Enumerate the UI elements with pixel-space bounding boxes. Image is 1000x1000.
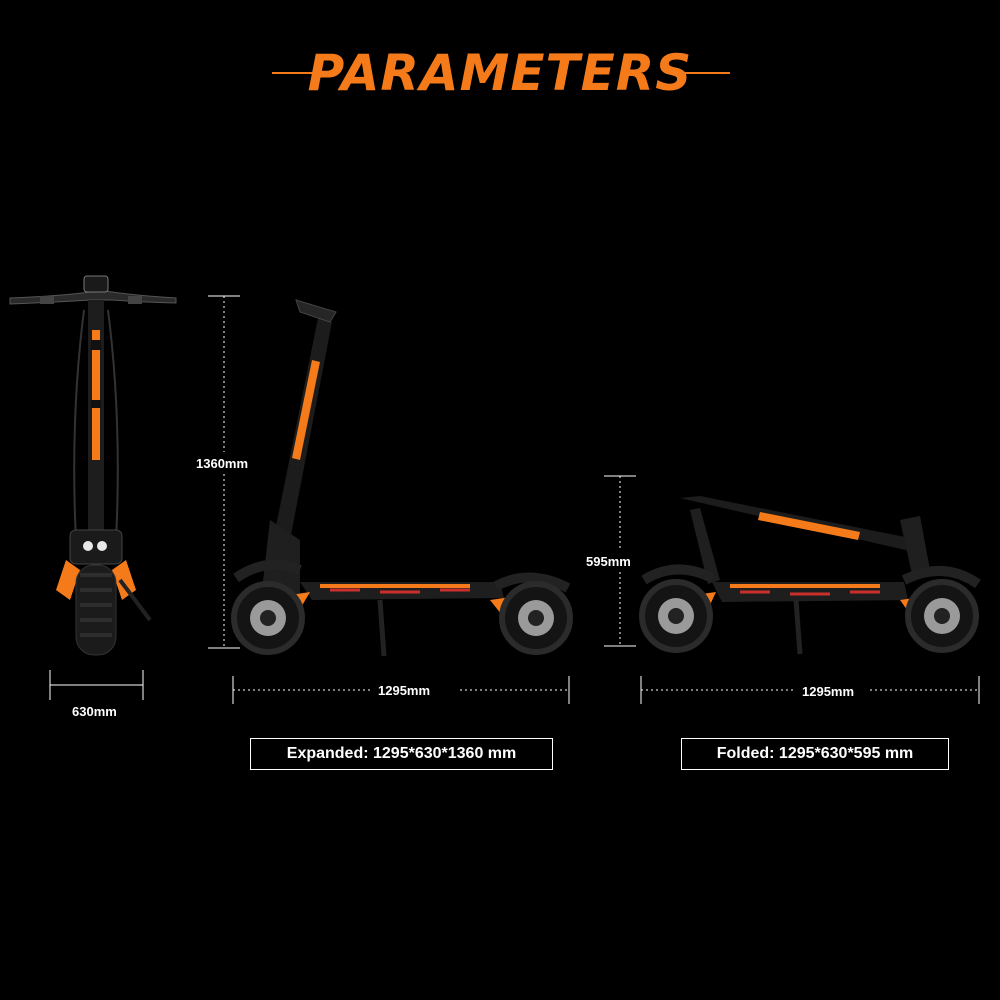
folded-spec-box: Folded: 1295*630*595 mm [681, 738, 949, 770]
width-label: 630mm [72, 704, 117, 719]
expanded-spec-box: Expanded: 1295*630*1360 mm [250, 738, 553, 770]
title-left-line [272, 72, 330, 74]
width-dimension-line [49, 670, 144, 700]
scooter-folded-view [639, 496, 981, 655]
title-right-line [672, 72, 730, 74]
scooter-front-view [9, 275, 177, 656]
expanded-height-dimension-line [208, 295, 240, 649]
expanded-length-label: 1295mm [378, 683, 431, 698]
folded-length-dimension-line [640, 676, 980, 704]
scooter-expanded-view [231, 299, 573, 657]
folded-height-dimension-line [604, 475, 636, 647]
title-section: PARAMETERS [0, 38, 1000, 108]
expanded-height-label: 1360mm [196, 456, 249, 471]
expanded-length-dimension-line [232, 676, 570, 704]
folded-height-label: 595mm [586, 554, 631, 569]
folded-length-label: 1295mm [802, 684, 855, 699]
page-title: PARAMETERS [307, 44, 693, 102]
